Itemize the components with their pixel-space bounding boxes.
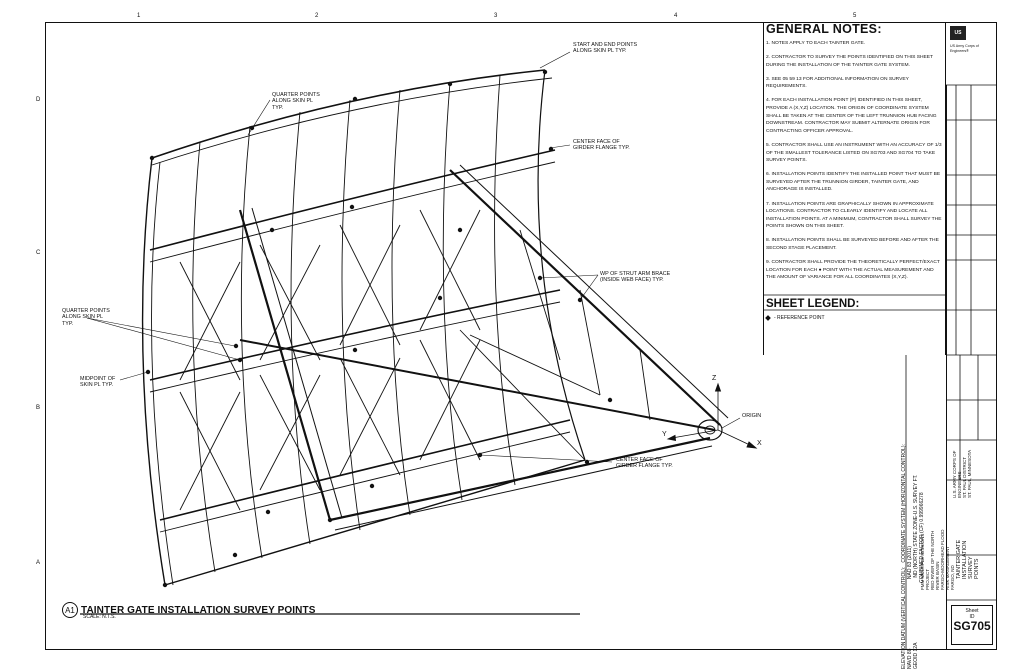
general-notes-list: 1. NOTES APPLY TO EACH TAINTER GATE. 2. … bbox=[766, 40, 944, 288]
legend-reference-point: - REFERENCE POINT bbox=[765, 315, 825, 321]
callout-quarter-points-left: QUARTER POINTS ALONG SKIN PL TYP. bbox=[62, 308, 110, 327]
grid-column-4: 4 bbox=[674, 13, 678, 19]
callout-center-face-top: CENTER FACE OF GIRDER FLANGE TYP. bbox=[573, 139, 630, 152]
drawing-title: TAINTER GATE INSTALLATION SURVEY POINTS bbox=[81, 604, 316, 616]
note-8: 8. INSTALLATION POINTS SHALL BE SURVEYED… bbox=[766, 238, 939, 251]
usace-castle-logo: US bbox=[950, 26, 966, 40]
sheet-label-id: ID bbox=[969, 614, 975, 620]
axis-y-label: Y bbox=[662, 431, 667, 438]
note-3: 3. SEE 05 59 13 FOR ADDITIONAL INFORMATI… bbox=[766, 76, 909, 90]
note-4: 4. FOR EACH INSTALLATION POINT (P) IDENT… bbox=[766, 98, 937, 134]
callout-midpoint-skin: MIDPOINT OF SKIN PL TYP. bbox=[80, 376, 116, 389]
gate-structure bbox=[80, 51, 758, 615]
sheet-label: Sheet bbox=[965, 608, 979, 614]
note-6: 6. INSTALLATION POINTS IDENTIFY THE INST… bbox=[766, 172, 941, 193]
sheet-legend-title: SHEET LEGEND: bbox=[766, 298, 860, 310]
note-9: 9. CONTRACTOR SHALL PROVIDE THE THEORETI… bbox=[766, 260, 940, 281]
grid-row-b: B bbox=[36, 405, 41, 411]
drawing-title-block: A1 TAINTER GATE INSTALLATION SURVEY POIN… bbox=[62, 602, 315, 618]
sheet-number: SG705 bbox=[953, 619, 991, 633]
title-block-sheet-title: TAINTER GATE INSTALLATION SURVEY POINTS bbox=[956, 539, 980, 579]
reference-points bbox=[145, 69, 613, 588]
axis-x-label: X bbox=[757, 440, 762, 447]
title-block bbox=[946, 85, 997, 650]
note-1: 1. NOTES APPLY TO EACH TAINTER GATE. bbox=[766, 41, 866, 46]
callout-wp-strut-arm: WP OF STRUT ARM BRACE (INSIDE WEB FACE) … bbox=[600, 271, 671, 284]
grid-row-c: C bbox=[36, 250, 41, 256]
grid-row-a: A bbox=[36, 560, 41, 566]
axis-z-label: Z bbox=[712, 375, 717, 382]
legend-item-label: - REFERENCE POINT bbox=[774, 315, 825, 321]
usace-logo-text: US Army Corps of Engineers® bbox=[950, 44, 979, 53]
callout-quarter-points-top: QUARTER POINTS ALONG SKIN PL TYP. bbox=[272, 92, 320, 111]
drawing-scale: SCALE: N.T.S. bbox=[83, 614, 116, 620]
note-2: 2. CONTRACTOR TO SURVEY THE POINTS IDENT… bbox=[766, 55, 933, 68]
detail-tag: A1 bbox=[62, 602, 78, 618]
callout-origin: ORIGIN bbox=[742, 413, 762, 419]
title-block-project: FMM MULTIPLE MISSIONS PROJECT RED RIVER … bbox=[920, 529, 955, 590]
grid-row-d: D bbox=[36, 97, 41, 103]
grid-column-1: 1 bbox=[137, 13, 141, 19]
note-5: 5. CONTRACTOR SHALL USE AN INSTRUMENT WI… bbox=[766, 142, 942, 164]
callout-center-face-bottom: CENTER FACE OF GIRDER FLANGE TYP. bbox=[616, 457, 673, 470]
title-block-org: U.S. ARMY CORPS OF ENGINEERS ST. PAUL DI… bbox=[952, 449, 972, 498]
grid-column-5: 5 bbox=[853, 13, 857, 19]
general-notes-panel bbox=[763, 22, 946, 355]
sheet-border bbox=[45, 22, 997, 650]
grid-column-2: 2 bbox=[315, 13, 319, 19]
note-7: 7. INSTALLATION POINTS ARE GRAPHICALLY S… bbox=[766, 201, 942, 230]
callout-start-end-points: START AND END POINTS ALONG SKIN PL TYP. bbox=[573, 42, 638, 55]
grid-column-3: 3 bbox=[494, 13, 498, 19]
general-notes-title: GENERAL NOTES: bbox=[766, 22, 882, 36]
sheet-id-box: Sheet ID SG705 bbox=[951, 605, 993, 645]
